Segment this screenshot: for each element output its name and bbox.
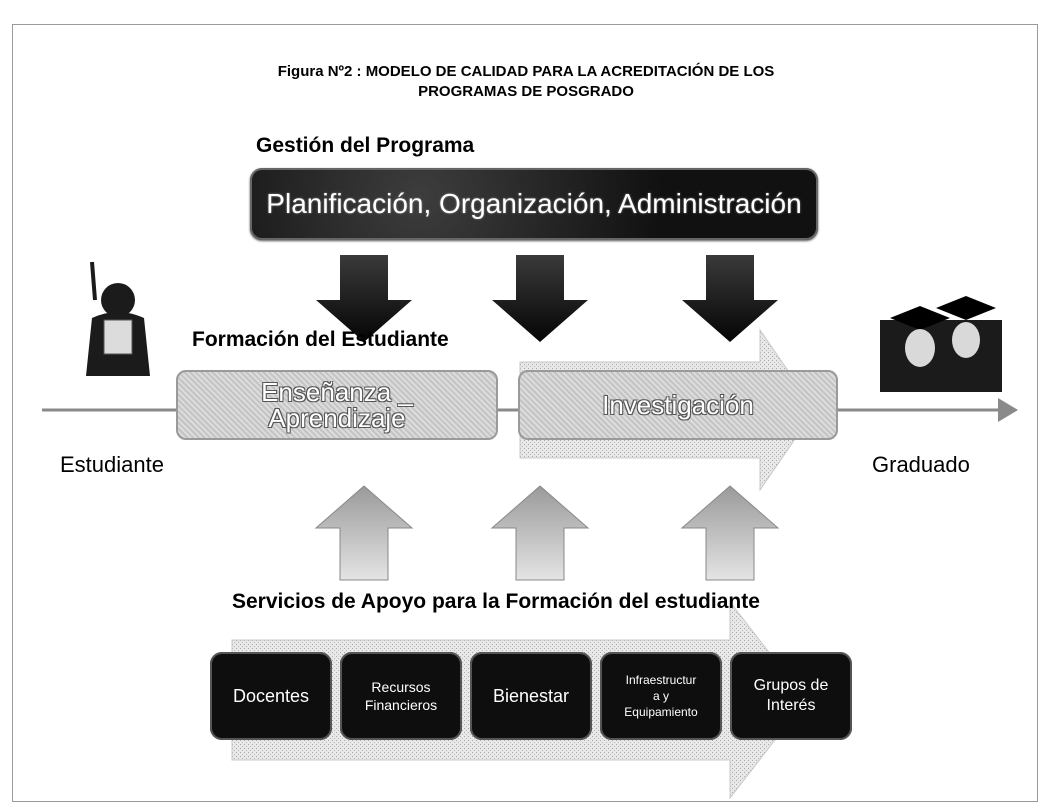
service-bienestar: Bienestar — [470, 652, 592, 740]
ensenanza-line1: Enseñanza _ — [261, 377, 413, 407]
service-docentes: Docentes — [210, 652, 332, 740]
service-infraestructura: Infraestructur a y Equipamiento — [600, 652, 722, 740]
down-arrow-2 — [492, 255, 588, 342]
estudiante-label: Estudiante — [60, 452, 164, 477]
service-grupos: Grupos de Interés — [730, 652, 852, 740]
service-docentes-text: Docentes — [232, 685, 310, 706]
figure-title-line1: Figura Nº2 : MODELO DE CALIDAD PARA LA A… — [277, 63, 775, 80]
service-recursos-line2: Financieros — [364, 697, 438, 713]
service-grupos-line2: Interés — [766, 697, 816, 714]
figure-title-line2: PROGRAMAS DE POSGRADO — [418, 83, 634, 100]
figure-title: Figura Nº2 : MODELO DE CALIDAD PARA LA A… — [0, 62, 1052, 102]
service-recursos-line1: Recursos — [371, 679, 431, 695]
graduates-figure — [880, 296, 1002, 392]
ensenanza-box: Enseñanza _ Aprendizaje — [176, 370, 498, 440]
timeline-arrowhead — [998, 398, 1018, 422]
up-arrow-3 — [680, 485, 780, 581]
service-bienestar-text: Bienestar — [492, 685, 570, 706]
graduado-label: Graduado — [872, 452, 970, 477]
down-arrow-3 — [682, 255, 778, 342]
formacion-heading: Formación del Estudiante — [192, 328, 449, 351]
investigacion-box: Investigación — [518, 370, 838, 440]
investigacion-text: Investigación — [602, 390, 754, 420]
gestion-box-text: Planificación, Organización, Administrac… — [266, 188, 802, 219]
service-recursos: Recursos Financieros — [340, 652, 462, 740]
gestion-box: Planificación, Organización, Administrac… — [250, 168, 818, 240]
up-arrow-2 — [490, 485, 590, 581]
service-infra-line3: Equipamiento — [624, 705, 698, 719]
student-figure — [86, 261, 150, 376]
service-infra-line1: Infraestructur — [625, 673, 697, 687]
service-infra-line2: a y — [652, 689, 669, 703]
down-arrow-1 — [316, 255, 412, 342]
servicios-heading: Servicios de Apoyo para la Formación del… — [232, 590, 760, 613]
ensenanza-line2: Aprendizaje — [268, 403, 406, 433]
gestion-heading: Gestión del Programa — [256, 134, 475, 157]
service-grupos-line1: Grupos de — [753, 677, 829, 694]
up-arrow-1 — [314, 485, 414, 581]
